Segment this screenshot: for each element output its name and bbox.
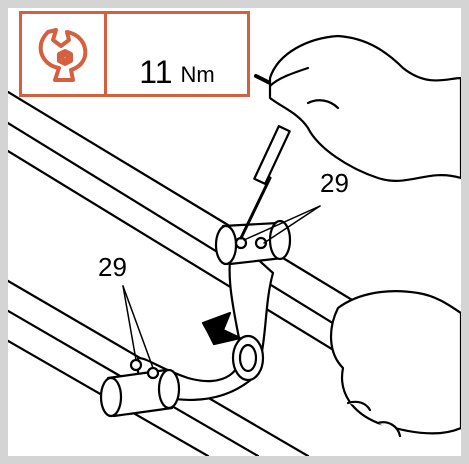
upper-clamp [214,219,292,266]
callout-upper-clamp: 29 [320,168,349,198]
instruction-illustration: 11 Nm 29 29 [8,8,461,456]
callout-leader-lower [122,285,154,369]
torque-icon-cell [22,14,107,94]
brand-logo-icon [201,311,242,346]
lower-hand [329,290,461,438]
callout-leader-upper [243,205,321,244]
assembly-drawing [8,34,461,456]
hex-key-icon [239,74,291,240]
lower-clamp [99,358,181,418]
torque-unit: Nm [180,62,215,87]
torque-number: 11 [139,54,173,90]
upper-hand [268,34,461,182]
wrench-nut-icon [38,28,88,82]
torque-value: 11 Nm [107,14,247,94]
torque-spec-box: 11 Nm [19,11,250,97]
clamp-bracket [136,236,275,401]
callout-lower-clamp: 29 [98,252,127,282]
